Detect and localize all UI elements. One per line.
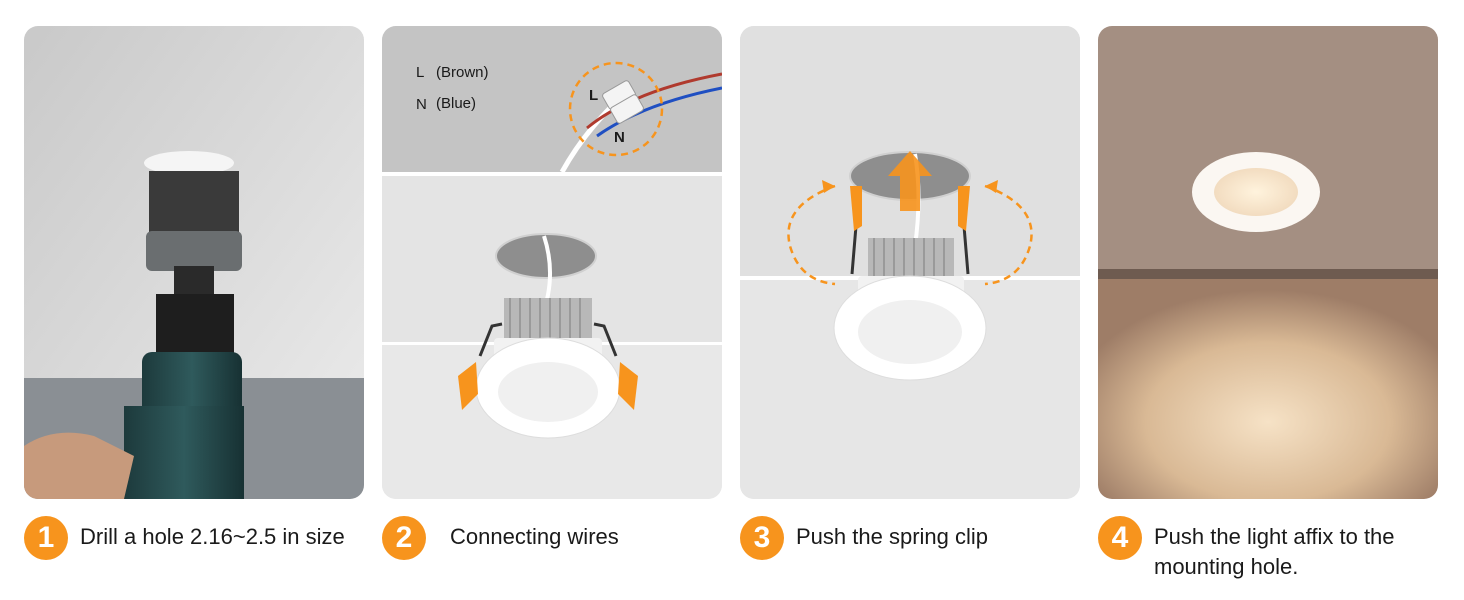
step2-diagram: L (Brown) N (Blue) L N [382, 26, 722, 499]
step-caption: Push the spring clip [796, 524, 988, 549]
n-letter: N [416, 96, 427, 113]
step-1: 1 Drill a hole 2.16~2.5 in size [24, 516, 364, 560]
step-number-badge: 2 [382, 516, 426, 560]
connector-l-label: L [589, 87, 598, 104]
l-text: (Brown) [436, 64, 489, 81]
n-text: (Blue) [436, 95, 476, 112]
rotate-arrows-icon [787, 184, 1033, 286]
step-number-badge: 3 [740, 516, 784, 560]
l-letter: L [416, 64, 424, 81]
step-caption: Drill a hole 2.16~2.5 in size [80, 524, 345, 549]
up-arrow-icon [888, 151, 932, 211]
step1-photo [24, 26, 364, 499]
step-number-badge: 4 [1098, 516, 1142, 560]
step-number-badge: 1 [24, 516, 68, 560]
step-caption: Connecting wires [450, 524, 619, 549]
step-caption: Push the light affix to the mounting hol… [1154, 524, 1395, 579]
step4-photo [1098, 26, 1438, 499]
connector-highlight [568, 61, 664, 157]
step3-diagram [740, 26, 1080, 499]
connector-n-label: N [614, 129, 625, 146]
step-2: 2 Connecting wires [382, 516, 722, 560]
step-4: 4 Push the light affix to the mounting h… [1098, 516, 1464, 582]
step-3: 3 Push the spring clip [740, 516, 1080, 560]
